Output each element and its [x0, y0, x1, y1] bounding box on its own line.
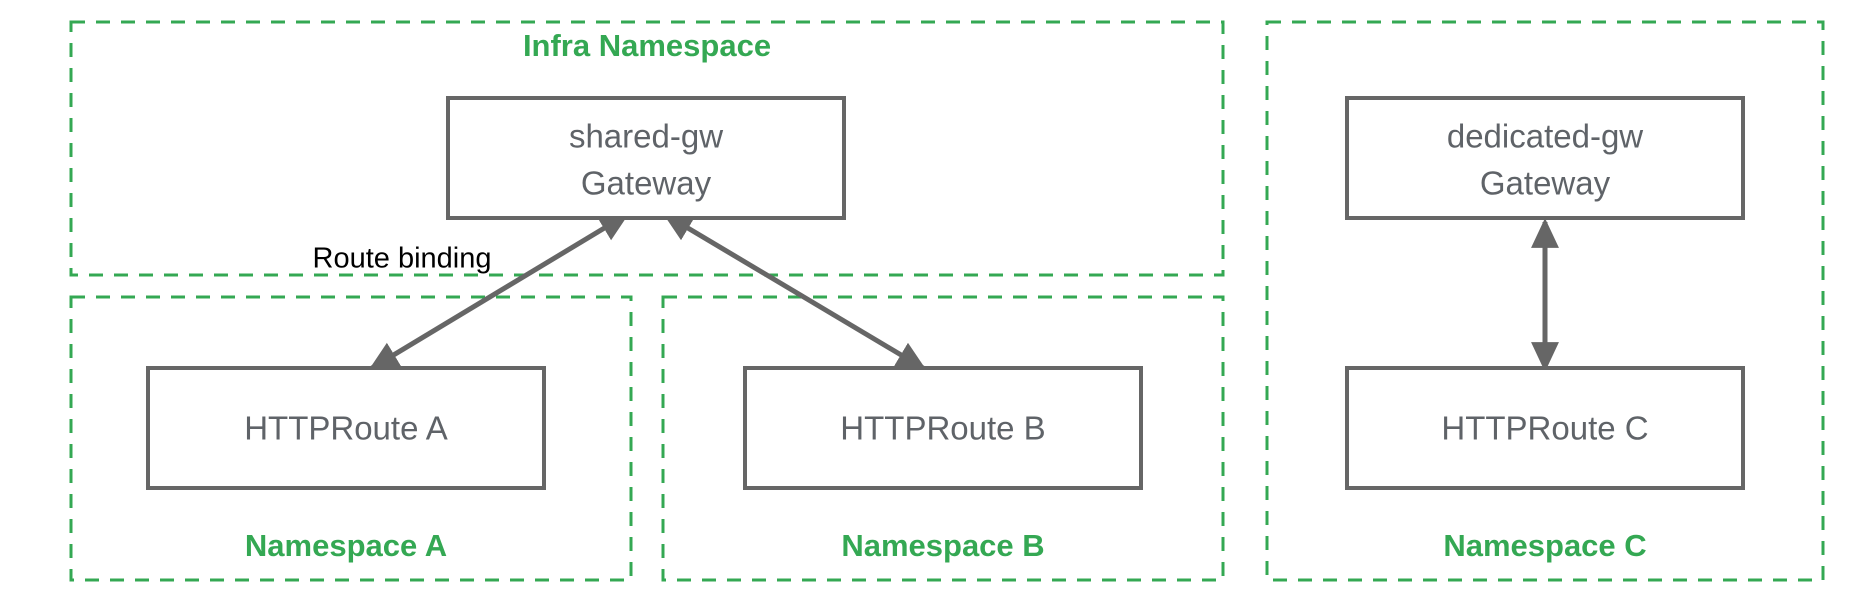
node-route-c-label: HTTPRoute C — [1441, 410, 1648, 447]
node-route-a-box[interactable] — [146, 366, 546, 490]
node-dedicated-gw-box[interactable] — [1345, 96, 1745, 220]
edge-label-route-binding: Route binding — [313, 243, 492, 275]
namespace-container-ns-b — [661, 295, 1225, 582]
edge-shared-gw-to-route-a — [368, 212, 630, 371]
node-shared-gw-box[interactable] — [446, 96, 846, 220]
node-route-a[interactable]: HTTPRoute A — [146, 366, 546, 490]
node-dedicated-gw-label-line2: Gateway — [1480, 165, 1611, 202]
namespace-label-ns-c: Namespace C — [1443, 528, 1646, 563]
node-dedicated-gw-label-line1: dedicated-gw — [1447, 118, 1643, 155]
node-route-c-box[interactable] — [1345, 366, 1745, 490]
node-route-b-label: HTTPRoute B — [840, 410, 1045, 447]
node-route-a-label: HTTPRoute A — [244, 410, 448, 447]
node-route-b-box[interactable] — [743, 366, 1143, 490]
namespace-label-ns-a: Namespace A — [245, 528, 447, 563]
node-shared-gw[interactable]: shared-gw Gateway — [446, 96, 846, 220]
namespace-container-infra — [69, 20, 1225, 277]
namespace-container-ns-c — [1265, 20, 1825, 582]
node-shared-gw-label-line1: shared-gw — [569, 118, 723, 155]
namespace-label-infra: Infra Namespace — [523, 28, 771, 63]
node-shared-gw-label-line2: Gateway — [581, 165, 712, 202]
node-dedicated-gw[interactable]: dedicated-gw Gateway — [1345, 96, 1745, 220]
namespace-label-ns-b: Namespace B — [841, 528, 1044, 563]
namespace-container-ns-a — [69, 295, 633, 582]
edge-shared-gw-to-route-b — [662, 212, 927, 371]
node-route-c[interactable]: HTTPRoute C — [1345, 366, 1745, 490]
node-route-b[interactable]: HTTPRoute B — [743, 366, 1143, 490]
